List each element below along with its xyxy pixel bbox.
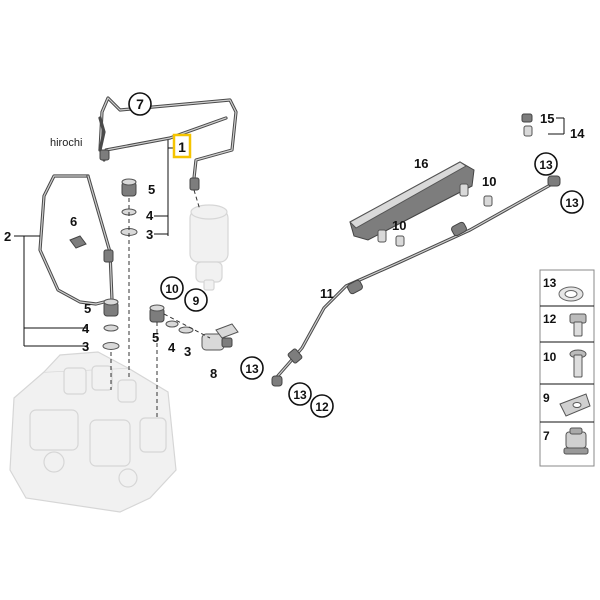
callouts: 7 1 5 4 3 6 2 5 4 3 10 9 5 4 3 8 13 13 1… (4, 92, 585, 418)
master-cylinder (189, 204, 229, 291)
legend-label-10: 10 (543, 350, 557, 364)
hardware (69, 113, 561, 387)
leader-lines (14, 117, 565, 420)
callout-12: 12 (315, 400, 329, 414)
abs-unit (9, 351, 177, 513)
legend-label-13: 13 (543, 276, 557, 290)
callout-13-mid: 13 (245, 362, 259, 376)
callout-16: 16 (414, 156, 428, 171)
bracket-clip-icon (563, 427, 589, 455)
clip-icon (559, 393, 591, 417)
brake-line-11 (274, 182, 554, 380)
legend-label-12: 12 (543, 312, 557, 326)
callout-4-lower: 4 (82, 321, 90, 336)
callout-10-bracket: 10 (392, 218, 406, 233)
callout-3-mid: 3 (184, 344, 191, 359)
bracket-16 (349, 161, 475, 243)
callout-13-top: 13 (539, 158, 553, 172)
brake-line-7 (98, 96, 238, 191)
callout-8: 8 (210, 366, 217, 381)
callout-5-mid: 5 (152, 330, 159, 345)
callout-5-upper: 5 (148, 182, 155, 197)
legend-label-7: 7 (543, 429, 550, 443)
callout-15: 15 (540, 111, 554, 126)
parts-legend: 13 12 10 9 7 (539, 269, 595, 467)
callout-14: 14 (570, 126, 585, 141)
callout-2: 2 (4, 229, 11, 244)
callout-13-lower: 13 (293, 388, 307, 402)
screw-icon (569, 349, 587, 378)
washer-icon (558, 286, 584, 302)
watermark-text: hirochi (50, 137, 82, 149)
callout-3-upper: 3 (146, 227, 153, 242)
callout-9: 9 (193, 294, 200, 308)
callout-1: 1 (178, 139, 186, 155)
callout-6: 6 (70, 214, 77, 229)
callout-4-upper: 4 (146, 208, 154, 223)
callout-11: 11 (320, 286, 334, 301)
callout-5-lower: 5 (84, 301, 91, 316)
callout-10-mid: 10 (165, 282, 179, 296)
callout-4-mid: 4 (168, 340, 176, 355)
callout-7: 7 (136, 96, 144, 112)
brake-line-2 (38, 174, 114, 306)
hollow-bolt-icon (569, 313, 587, 337)
callout-1-highlight (172, 133, 192, 159)
callout-10-right: 10 (482, 174, 496, 189)
callout-3-lower: 3 (82, 339, 89, 354)
legend-label-9: 9 (543, 391, 550, 405)
callout-13-right: 13 (565, 196, 579, 210)
